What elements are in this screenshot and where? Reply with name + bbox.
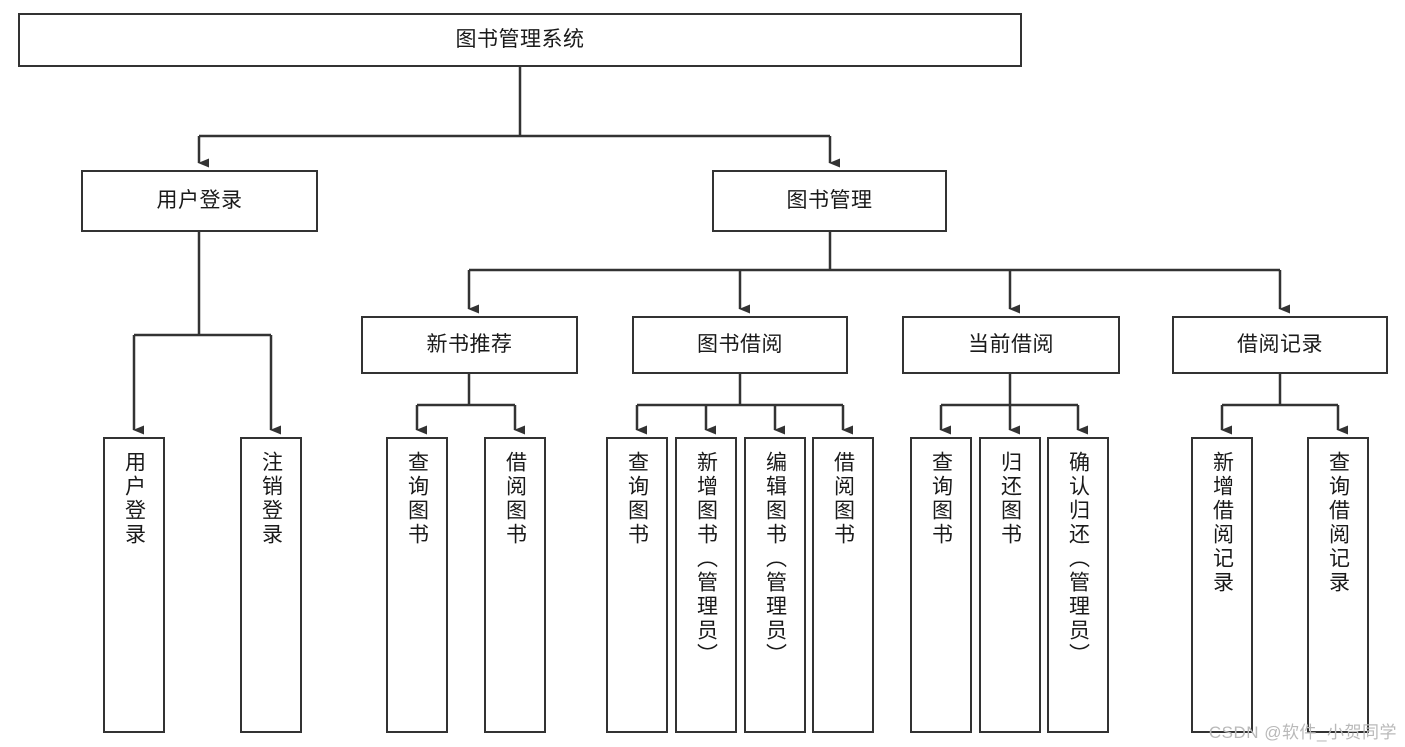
node-label: 用户登录 [156, 188, 243, 212]
node-user-login[interactable]: 用户登录 [81, 170, 318, 232]
node-label: 编辑图书（管理员） [763, 451, 787, 667]
leaf-current-borrow-return-book[interactable]: 归还图书 [979, 437, 1041, 733]
leaf-user-login-login[interactable]: 用户登录 [103, 437, 165, 733]
node-label: 借阅记录 [1237, 332, 1323, 356]
node-label: 借阅图书 [503, 451, 527, 547]
node-label: 查询图书 [625, 451, 649, 547]
node-label: 查询图书 [929, 451, 953, 547]
csdn-watermark: CSDN @软件_小贺同学 [1208, 723, 1397, 742]
node-root-system[interactable]: 图书管理系统 [18, 13, 1022, 67]
node-label: 确认归还（管理员） [1066, 451, 1090, 667]
node-label: 新增借阅记录 [1210, 451, 1234, 595]
node-label: 查询图书 [405, 451, 429, 547]
node-label: 归还图书 [998, 451, 1022, 547]
node-label: 新增图书（管理员） [694, 451, 718, 667]
leaf-new-book-borrow-book[interactable]: 借阅图书 [484, 437, 546, 733]
node-borrow-record[interactable]: 借阅记录 [1172, 316, 1388, 374]
node-label: 图书借阅 [697, 332, 783, 356]
leaf-user-login-logout[interactable]: 注销登录 [240, 437, 302, 733]
leaf-book-borrow-add-book-admin[interactable]: 新增图书（管理员） [675, 437, 737, 733]
node-label: 图书管理 [786, 188, 873, 212]
leaf-borrow-record-query-record[interactable]: 查询借阅记录 [1307, 437, 1369, 733]
leaf-current-borrow-query-book[interactable]: 查询图书 [910, 437, 972, 733]
leaf-new-book-query-book[interactable]: 查询图书 [386, 437, 448, 733]
leaf-borrow-record-add-record[interactable]: 新增借阅记录 [1191, 437, 1253, 733]
leaf-book-borrow-query-book[interactable]: 查询图书 [606, 437, 668, 733]
leaf-current-borrow-confirm-return-admin[interactable]: 确认归还（管理员） [1047, 437, 1109, 733]
node-book-management[interactable]: 图书管理 [712, 170, 947, 232]
node-label: 新书推荐 [426, 332, 513, 356]
node-new-book-recommend[interactable]: 新书推荐 [361, 316, 578, 374]
node-label: 当前借阅 [968, 332, 1054, 356]
node-book-borrow[interactable]: 图书借阅 [632, 316, 848, 374]
node-label: 注销登录 [259, 451, 283, 547]
node-current-borrow[interactable]: 当前借阅 [902, 316, 1120, 374]
leaf-book-borrow-borrow-book[interactable]: 借阅图书 [812, 437, 874, 733]
node-label: 图书管理系统 [455, 27, 585, 51]
node-label: 借阅图书 [831, 451, 855, 547]
leaf-book-borrow-edit-book-admin[interactable]: 编辑图书（管理员） [744, 437, 806, 733]
node-label: 用户登录 [122, 451, 146, 547]
node-label: 查询借阅记录 [1326, 451, 1350, 595]
